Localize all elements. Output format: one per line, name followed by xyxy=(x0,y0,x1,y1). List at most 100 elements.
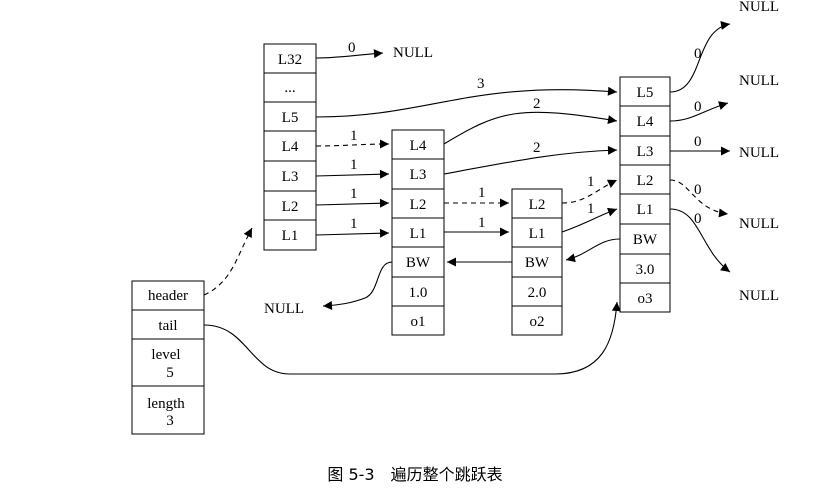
edge-n1-bw-null xyxy=(322,261,393,310)
edge-n2-L2-n3 xyxy=(561,179,618,204)
svg-text:L4: L4 xyxy=(410,138,427,154)
node1-level-L2: L2 xyxy=(391,188,445,219)
null-node3-L1: NULL xyxy=(739,288,779,304)
null-node3-L5: NULL xyxy=(739,0,779,15)
svg-text:o2: o2 xyxy=(530,314,545,330)
svg-text:L1: L1 xyxy=(410,226,427,242)
svg-text:1.0: 1.0 xyxy=(409,285,428,301)
node2-backward: BW xyxy=(511,246,563,278)
node1-level-L1: L1 xyxy=(391,217,445,248)
node1-level-L4: L4 xyxy=(391,129,445,160)
node3-level-L2: L2 xyxy=(619,164,671,195)
svg-text:...: ... xyxy=(284,80,295,96)
edge-n3-L4-null xyxy=(669,101,729,122)
length-field: length 3 xyxy=(131,385,205,435)
edge-n3-bw-n2 xyxy=(565,238,621,263)
span-n3-L3: 0 xyxy=(694,134,702,150)
span-head-L5: 3 xyxy=(477,76,485,92)
node2-level-L1: L1 xyxy=(511,217,563,248)
null-node3-L4: NULL xyxy=(739,73,779,89)
svg-text:L3: L3 xyxy=(637,144,654,160)
null-labels: NULL NULL NULL NULL NULL NULL NULL xyxy=(264,0,779,317)
node-3: L5 L4 L3 L2 L1 BW 3.0 o3 xyxy=(619,76,671,313)
head-level-L32: L32 xyxy=(263,43,317,74)
svg-text:L2: L2 xyxy=(282,199,299,215)
svg-text:o3: o3 xyxy=(638,291,653,307)
null-node3-L2: NULL xyxy=(739,216,779,232)
node2-score: 2.0 xyxy=(511,276,563,307)
node3-level-L5: L5 xyxy=(619,76,671,107)
null-node3-L3: NULL xyxy=(739,145,779,161)
node3-level-L1: L1 xyxy=(619,193,671,225)
head-level-ellipsis: ... xyxy=(263,72,317,103)
edge-n3-L5-null xyxy=(669,21,731,93)
node3-score: 3.0 xyxy=(619,253,671,284)
header-struct: header tail level 5 length 3 xyxy=(131,280,205,435)
edges xyxy=(203,21,731,375)
svg-text:length: length xyxy=(147,396,185,412)
span-head-L3: 1 xyxy=(350,157,358,173)
svg-text:2.0: 2.0 xyxy=(528,285,547,301)
span-head-L1: 1 xyxy=(350,216,358,232)
span-n1-L3: 2 xyxy=(533,140,541,156)
svg-text:3: 3 xyxy=(166,413,174,429)
head-level-L2: L2 xyxy=(263,190,317,221)
span-n3-L4: 0 xyxy=(694,99,702,115)
span-n3-L1: 0 xyxy=(694,211,702,227)
svg-text:L3: L3 xyxy=(410,167,427,183)
svg-text:L4: L4 xyxy=(637,114,654,130)
svg-text:BW: BW xyxy=(633,232,658,248)
figure-caption: 图 5-3 遍历整个跳跃表 xyxy=(327,465,503,484)
node3-obj: o3 xyxy=(619,282,671,313)
svg-text:BW: BW xyxy=(525,255,550,271)
edge-n3-L1-null xyxy=(669,208,731,273)
svg-text:L5: L5 xyxy=(282,110,299,126)
node3-level-L4: L4 xyxy=(619,105,671,137)
node2-obj: o2 xyxy=(511,305,563,336)
svg-text:tail: tail xyxy=(158,318,177,334)
header-field: header xyxy=(131,280,205,311)
node3-level-L3: L3 xyxy=(619,135,671,166)
svg-text:L1: L1 xyxy=(282,228,299,244)
node1-backward: BW xyxy=(391,246,445,278)
svg-text:L1: L1 xyxy=(637,202,654,218)
head-level-L1: L1 xyxy=(263,219,317,251)
svg-text:L5: L5 xyxy=(637,85,654,101)
svg-text:o1: o1 xyxy=(411,314,426,330)
svg-text:L2: L2 xyxy=(637,173,654,189)
edge-head-L4-n1 xyxy=(315,139,390,149)
node2-level-L2: L2 xyxy=(511,188,563,219)
node1-score: 1.0 xyxy=(391,276,445,307)
span-head-L4: 1 xyxy=(350,128,358,144)
span-n2-L2: 1 xyxy=(587,174,595,190)
node1-level-L3: L3 xyxy=(391,158,445,190)
span-n1-L4: 2 xyxy=(533,96,541,112)
span-head-L2: 1 xyxy=(350,186,358,202)
edge-head-L2-n1 xyxy=(315,198,390,208)
null-node1-backward: NULL xyxy=(264,301,304,317)
span-n2-L1: 1 xyxy=(587,201,595,217)
svg-text:L3: L3 xyxy=(282,169,299,185)
edge-head-L32-null xyxy=(315,49,384,59)
svg-text:level: level xyxy=(151,347,180,363)
svg-text:header: header xyxy=(148,288,188,304)
span-n3-L5: 0 xyxy=(694,46,702,62)
svg-text:L32: L32 xyxy=(278,52,302,68)
edge-n3-L2-null xyxy=(669,179,729,218)
edge-tail-to-node3 xyxy=(203,301,621,375)
svg-text:L1: L1 xyxy=(529,226,546,242)
edge-n1-L4-n3 xyxy=(443,111,618,145)
node1-obj: o1 xyxy=(391,305,445,336)
head-level-L4: L4 xyxy=(263,130,317,162)
svg-text:BW: BW xyxy=(406,255,431,271)
svg-text:3.0: 3.0 xyxy=(636,262,655,278)
svg-text:L2: L2 xyxy=(410,197,427,213)
level-field: level 5 xyxy=(131,338,205,387)
node-1: L4 L3 L2 L1 BW 1.0 o1 xyxy=(391,129,445,336)
span-n1-L1: 1 xyxy=(478,215,486,231)
svg-text:5: 5 xyxy=(166,365,174,381)
edge-header-to-head xyxy=(203,227,253,296)
edge-head-L3-n1 xyxy=(315,169,390,179)
null-head-L32: NULL xyxy=(393,45,433,61)
